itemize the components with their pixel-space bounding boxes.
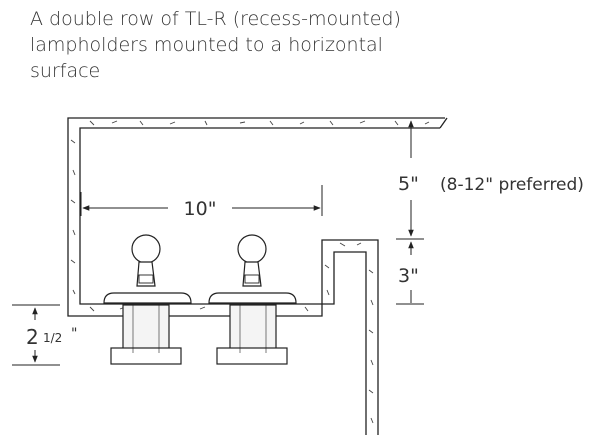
lip-dimension <box>396 241 424 305</box>
depth-label: 5" <box>398 173 419 195</box>
caption-line-3: surface <box>30 60 101 82</box>
caption-line-1: A double row of TL-R (recess-mounted) <box>30 8 401 30</box>
recess-dimension <box>12 304 60 366</box>
recess-label-unit: " <box>71 326 77 342</box>
recess-label-whole: 2 <box>26 325 39 349</box>
cove-channel <box>67 117 448 435</box>
depth-note: (8-12" preferred) <box>440 175 584 195</box>
lip-label: 3" <box>398 265 419 287</box>
caption-line-2: lampholders mounted to a horizontal <box>30 34 383 56</box>
lampholder-right <box>208 234 297 365</box>
recess-label-fraction: 1/2 <box>43 331 62 345</box>
width-label: 10" <box>184 198 217 220</box>
lampholder-left <box>103 234 192 365</box>
diagram-caption: A double row of TL-R (recess-mounted) la… <box>30 6 570 84</box>
depth-dimension <box>396 117 424 240</box>
width-dimension <box>80 185 323 216</box>
